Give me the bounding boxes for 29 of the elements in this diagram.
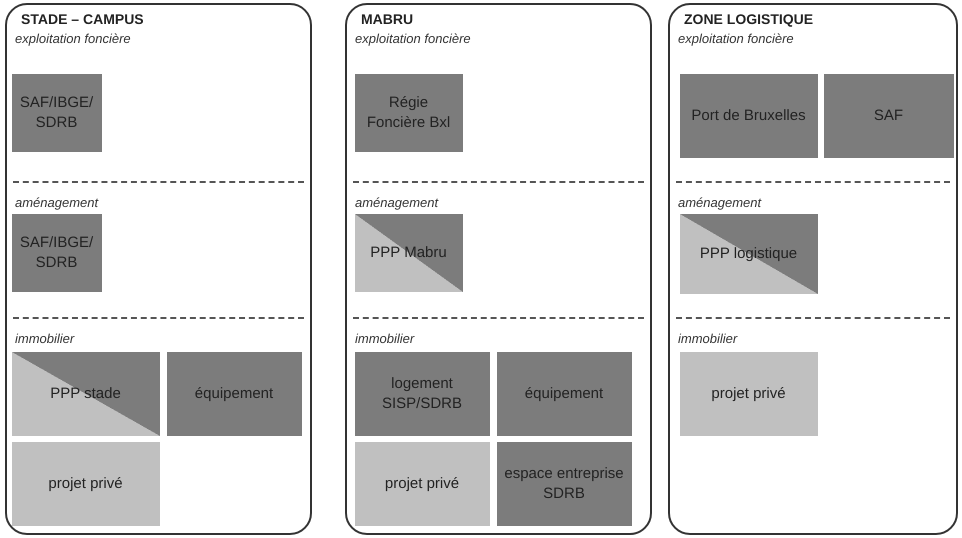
section-label: aménagement [355, 195, 438, 210]
section-label: immobilier [678, 331, 738, 346]
section-label: aménagement [678, 195, 762, 210]
section-label: immobilier [15, 331, 74, 346]
panel-title: ZONE LOGISTIQUE [684, 11, 814, 27]
split-category-box: PPP stade [12, 352, 160, 436]
section-label: exploitation foncière [15, 31, 131, 46]
category-box: équipement [496, 352, 632, 436]
section-label: exploitation foncière [355, 31, 471, 46]
category-box: logement SISP/SDRB [354, 352, 490, 436]
split-category-box: PPP Mabru [354, 214, 462, 292]
group-panel [5, 3, 312, 535]
category-box: espace entreprise SDRB [496, 442, 632, 526]
category-box: projet privé [354, 442, 490, 526]
category-box: SAF [824, 74, 954, 158]
category-box: projet privé [12, 442, 160, 526]
category-box: Régie Foncière Bxl [354, 74, 462, 152]
group-panel [345, 3, 652, 535]
panel-title: MABRU [361, 11, 414, 27]
section-label: aménagement [15, 195, 98, 210]
category-box: projet privé [680, 352, 818, 436]
category-box: Port de Bruxelles [680, 74, 818, 158]
category-box: équipement [166, 352, 302, 436]
category-box: SAF/IBGE/ SDRB [12, 214, 102, 292]
section-label: exploitation foncière [678, 31, 794, 46]
group-panel [668, 3, 958, 535]
panel-title: STADE – CAMPUS [21, 11, 144, 27]
section-label: immobilier [355, 331, 414, 346]
category-box: SAF/IBGE/ SDRB [12, 74, 102, 152]
